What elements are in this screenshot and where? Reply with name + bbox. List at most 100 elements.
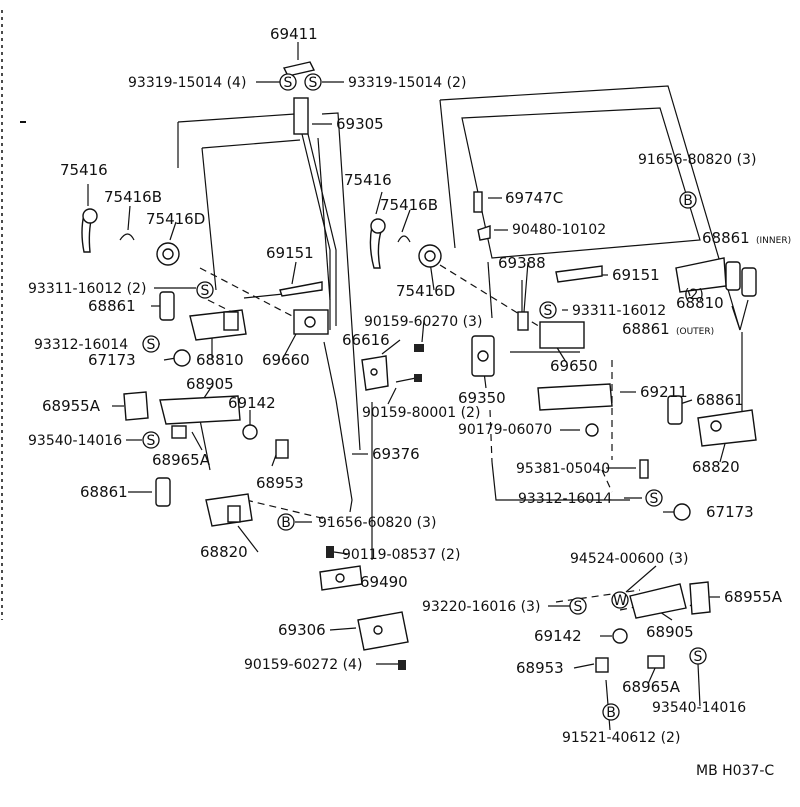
svg-text:B: B <box>606 705 616 721</box>
label-68955A-right: 68955A <box>724 588 783 606</box>
label-68861-inner: 68861 <box>702 229 750 247</box>
part-75416-handle-right <box>369 218 386 269</box>
part-66616-bracket <box>361 355 389 391</box>
part-68820-hinge-left <box>205 493 253 527</box>
part-69660-lock <box>293 309 329 335</box>
label-90159-60272-4: 90159-60272 (4) <box>244 657 362 673</box>
label-69151-right: 69151 <box>612 266 660 284</box>
label-67173-right: 67173 <box>706 503 754 521</box>
label-90179-06070: 90179-06070 <box>458 422 552 438</box>
label-69388: 69388 <box>498 254 546 272</box>
label-75416D-right: 75416D <box>396 282 455 300</box>
label-69411: 69411 <box>270 25 318 43</box>
right-door-outline <box>439 85 743 611</box>
label-93311-qty: (2) <box>684 287 704 303</box>
label-68810-right: 68810 <box>676 294 724 312</box>
label-68965A-left: 68965A <box>152 451 211 469</box>
label-93220-16016-3: 93220-16016 (3) <box>422 599 540 615</box>
label-68861-left: 68861 <box>88 297 136 315</box>
svg-text:B: B <box>683 193 693 209</box>
part-90159-bolt-c <box>398 660 406 670</box>
part-90119-bolt <box>326 546 334 558</box>
label-90159-80001-2: 90159-80001 (2) <box>362 405 480 421</box>
svg-text:S: S <box>284 75 293 91</box>
label-93312-16014-left: 93312-16014 <box>34 337 128 353</box>
label-outer: (OUTER) <box>676 327 714 337</box>
label-68905-right: 68905 <box>646 623 694 641</box>
part-90480-clip <box>477 225 491 241</box>
bolt-symbol: B <box>602 703 620 721</box>
label-91521-40612-2: 91521-40612 (2) <box>562 730 680 746</box>
label-93311-16012-2: 93311-16012 (2) <box>28 281 146 297</box>
label-69376: 69376 <box>372 445 420 463</box>
label-75416-left: 75416 <box>60 161 108 179</box>
left-door-outline <box>177 112 361 521</box>
part-68861-pad-outer <box>741 267 757 297</box>
part-67173-cap-right <box>673 503 691 521</box>
screw-symbol: S <box>569 597 587 615</box>
label-75416D-left: 75416D <box>146 210 205 228</box>
screw-symbol: S <box>142 431 160 449</box>
part-68955A-pad-right <box>689 581 711 615</box>
label-93312-16014-right: 93312-16014 <box>518 491 612 507</box>
part-69305-rod <box>293 97 337 330</box>
washer-symbol: W <box>611 591 629 609</box>
svg-text:S: S <box>694 649 703 665</box>
label-69211: 69211 <box>640 383 688 401</box>
part-68953-block-left <box>275 439 289 459</box>
label-68955A-left: 68955A <box>42 397 101 415</box>
part-68965A-pad-right <box>647 655 665 669</box>
screw-symbol: S <box>279 73 297 91</box>
diagram-code: MB H037-C <box>696 763 774 779</box>
left-border-mark <box>1 10 26 620</box>
label-90119-08537-2: 90119-08537 (2) <box>342 547 460 563</box>
label-69151-left: 69151 <box>266 244 314 262</box>
part-69490-latch <box>319 565 363 591</box>
label-69650: 69650 <box>550 357 598 375</box>
screw-symbol: S <box>645 489 663 507</box>
svg-text:S: S <box>201 283 210 299</box>
part-75416-handle-left <box>81 208 98 253</box>
screw-symbol: S <box>689 647 707 665</box>
part-69151-rod-right <box>555 265 603 283</box>
svg-text:S: S <box>147 337 156 353</box>
part-68955A-pad-left <box>123 391 149 421</box>
part-68965A-pad-left <box>171 425 187 439</box>
label-68861-outer: 68861 <box>622 320 670 338</box>
label-68905-left: 68905 <box>186 375 234 393</box>
part-69376-rod <box>323 341 353 513</box>
part-69650-lock-assy <box>510 321 585 353</box>
screw-symbol: S <box>142 335 160 353</box>
label-75416-right: 75416 <box>344 171 392 189</box>
label-68953-right: 68953 <box>516 659 564 677</box>
svg-text:S: S <box>309 75 318 91</box>
part-69142-cap-right <box>612 628 628 644</box>
part-68810-hinge-right <box>675 257 727 293</box>
part-68905-handle-right <box>629 583 687 619</box>
label-inner: (INNER) <box>756 236 791 246</box>
label-68810-left: 68810 <box>196 351 244 369</box>
part-69747C-pin <box>473 191 483 213</box>
screw-symbol: S <box>304 73 322 91</box>
svg-text:S: S <box>650 491 659 507</box>
label-68861-right: 68861 <box>696 391 744 409</box>
label-69490: 69490 <box>360 573 408 591</box>
part-68861-pad-inner <box>725 261 741 291</box>
label-93540-14016-left: 93540-14016 <box>28 433 122 449</box>
part-69350-lock-right <box>471 335 495 377</box>
svg-text:B: B <box>281 515 291 531</box>
part-68810-hinge-left <box>189 309 247 341</box>
part-68861-pad-right <box>667 395 683 425</box>
label-66616: 66616 <box>342 331 390 349</box>
part-68820-hinge-right <box>697 409 757 447</box>
part-69411-bracket <box>282 61 316 77</box>
screw-symbol: S <box>196 281 214 299</box>
part-69151-rod-left <box>279 281 323 297</box>
label-69305: 69305 <box>336 115 384 133</box>
label-68861-lower: 68861 <box>80 483 128 501</box>
label-68953-left: 68953 <box>256 474 304 492</box>
label-93319-15014-4: 93319-15014 (4) <box>128 75 246 91</box>
svg-text:W: W <box>613 593 627 609</box>
part-69211-handle-right <box>537 383 613 411</box>
label-69306: 69306 <box>278 621 326 639</box>
